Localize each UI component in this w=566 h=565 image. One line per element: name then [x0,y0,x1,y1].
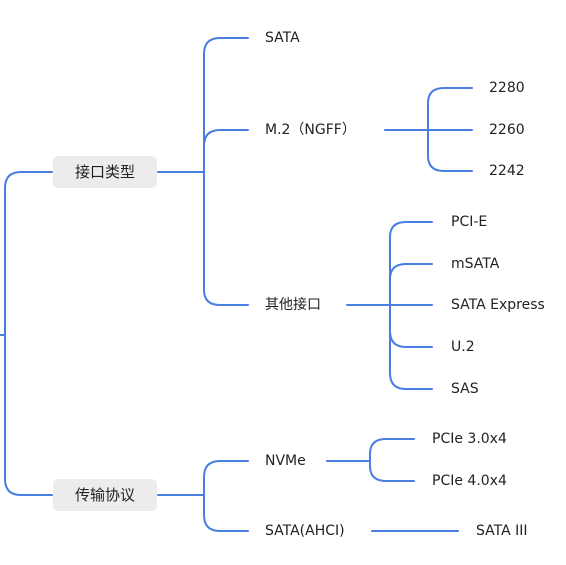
node-nvme[interactable]: NVMe [265,453,306,469]
node-interface-type[interactable]: 接口类型 [53,156,157,188]
node-sata-ahci[interactable]: SATA(AHCI) [265,523,345,539]
node-msata[interactable]: mSATA [451,256,500,272]
node-pci-e[interactable]: PCI-E [451,214,488,230]
node-sata[interactable]: SATA [265,30,300,46]
root-bracket [4,171,53,496]
node-other-interfaces[interactable]: 其他接口 [265,297,321,313]
node-pcie-4-x4[interactable]: PCIe 4.0x4 [432,473,507,489]
node-u2[interactable]: U.2 [451,339,475,355]
node-2280[interactable]: 2280 [489,80,525,96]
node-2242[interactable]: 2242 [489,163,525,179]
other-bracket [389,221,433,390]
nvme-bracket [369,438,415,482]
node-2260[interactable]: 2260 [489,122,525,138]
node-transfer-protocol[interactable]: 传输协议 [53,479,157,511]
m2-bracket [427,87,473,172]
interface-bracket [203,37,249,306]
node-m2[interactable]: M.2（NGFF） [265,122,356,138]
protocol-bracket [203,460,249,532]
node-sas[interactable]: SAS [451,381,479,397]
node-pcie-3-x4[interactable]: PCIe 3.0x4 [432,431,507,447]
node-sata-iii[interactable]: SATA III [476,523,528,539]
node-sata-express[interactable]: SATA Express [451,297,545,313]
